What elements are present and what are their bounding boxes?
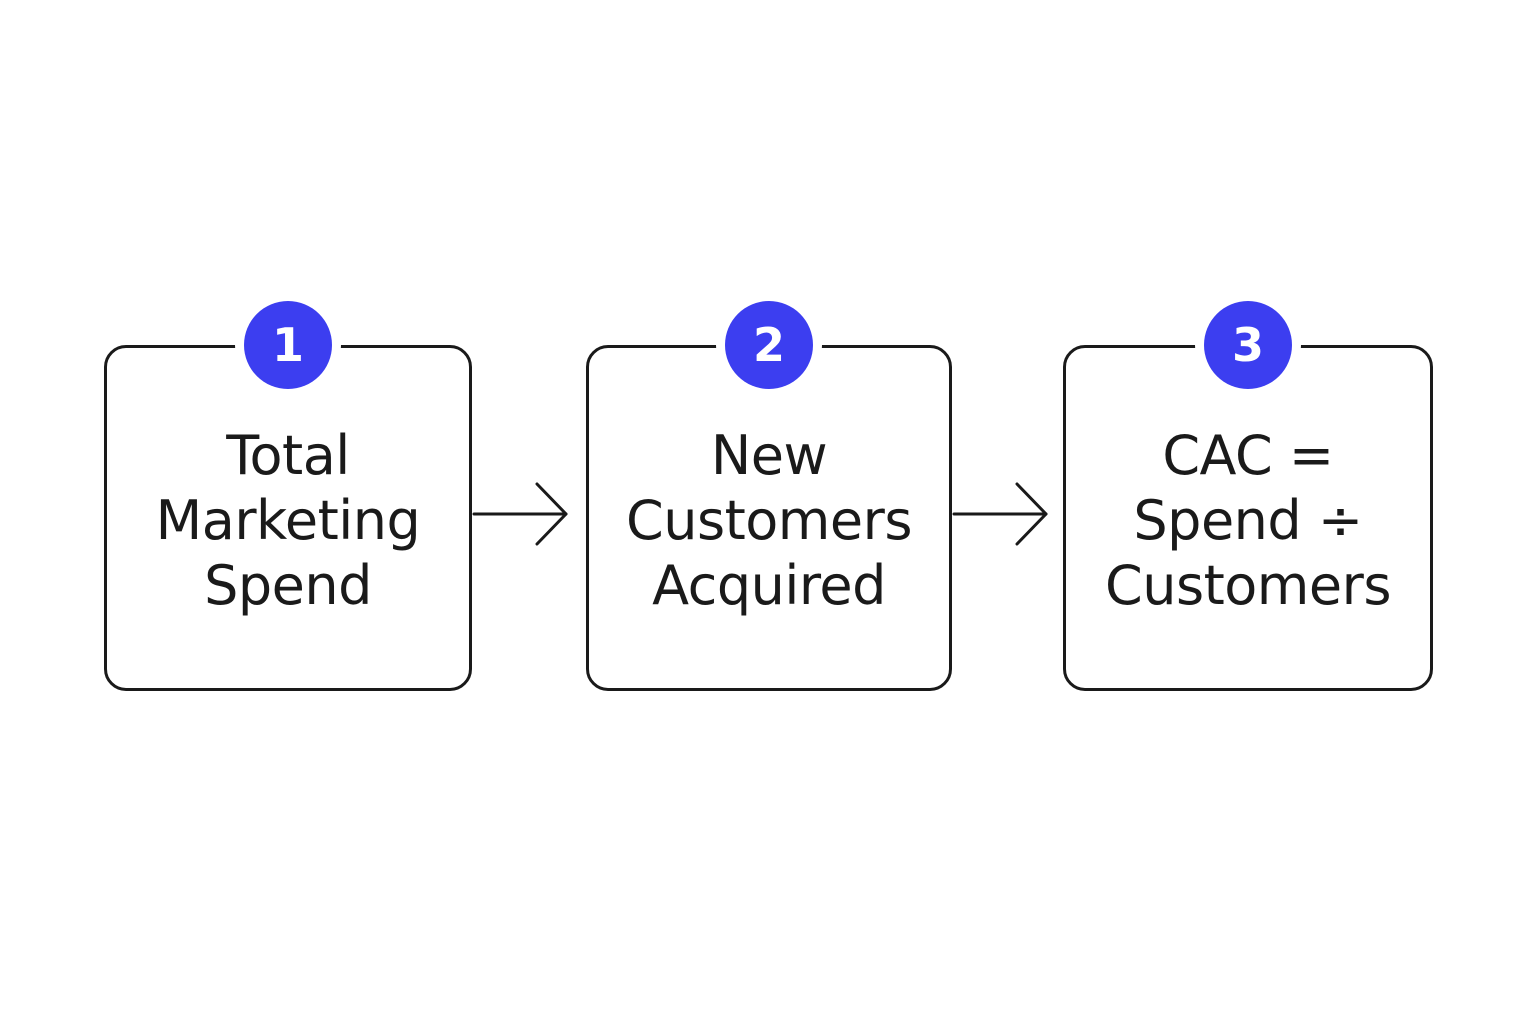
step-label-line: Spend (204, 554, 372, 617)
step-label-line: Customers (1105, 554, 1391, 617)
step-number-badge-1: 1 (244, 301, 332, 389)
step-box-cac-formula: 3 CAC = Spend ÷ Customers (1063, 301, 1433, 691)
step-number-badge-3: 3 (1204, 301, 1292, 389)
step-label-line: Spend ÷ (1133, 489, 1363, 552)
step-label-line: New (710, 424, 828, 487)
step-label-line: Total (226, 424, 350, 487)
arrow-right-icon (952, 482, 1048, 546)
step-label-line: Marketing (155, 489, 421, 552)
step-label-line: Customers (626, 489, 912, 552)
step-box-total-marketing-spend: 1 Total Marketing Spend (104, 301, 472, 691)
step-number-badge-2: 2 (725, 301, 813, 389)
step-box-new-customers-acquired: 2 New Customers Acquired (586, 301, 952, 691)
step-label-1: Total Marketing Spend (107, 423, 469, 618)
step-label-line: CAC = (1162, 424, 1334, 487)
arrow-right-icon (472, 482, 568, 546)
step-label-2: New Customers Acquired (589, 423, 949, 618)
step-label-3: CAC = Spend ÷ Customers (1066, 423, 1430, 618)
step-label-line: Acquired (652, 554, 886, 617)
